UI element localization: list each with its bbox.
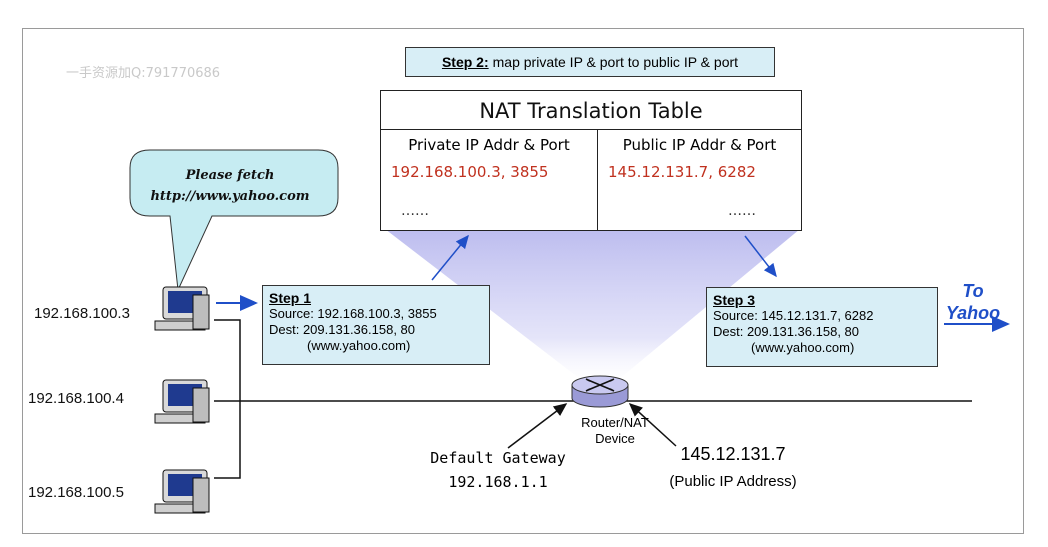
computer-icon [154,379,210,424]
default-gateway-label: Default Gateway 192.168.1.1 [418,446,578,494]
gateway-ip: 192.168.1.1 [448,473,548,491]
nat-private-entry: 192.168.100.3, 3855 [391,163,549,181]
public-ip-value: 145.12.131.7 [680,444,786,464]
step1-box: Step 1 Source: 192.168.100.3, 3855 Dest:… [262,285,490,365]
public-ip-caption: (Public IP Address) [669,473,797,490]
computer-icon [154,286,210,331]
gateway-title: Default Gateway [430,449,566,467]
router-label: Router/NAT Device [575,415,655,447]
watermark-text: 一手资源加Q:791770686 [66,66,221,81]
step3-box: Step 3 Source: 145.12.131.7, 6282 Dest: … [706,287,938,367]
gateway-arrow [507,403,568,449]
step1-dest: Dest: 209.131.36.158, 80 [269,322,416,337]
step1-to-table-arrow [431,234,469,281]
step2-box: Step 2: map private IP & port to public … [405,47,775,77]
router-label-line-1: Router/NAT [581,415,649,430]
router-label-line-2: Device [595,431,635,446]
request-bubble-text: Please fetch http://www.yahoo.com [140,165,320,207]
step2-text: map private IP & port to public IP & por… [492,54,739,70]
nat-public-ellipsis: …… [728,203,756,219]
step2-label: Step 2: [441,54,489,70]
to-yahoo-line-1: To [962,281,984,301]
step3-source: Source: 145.12.131.7, 6282 [713,308,874,323]
table-to-step3-arrow [744,235,777,278]
step1-host: (www.yahoo.com) [307,338,411,353]
nat-private-ellipsis: …… [401,203,429,219]
host-ip-2: 192.168.100.4 [28,390,124,407]
host-bus [214,319,241,479]
nat-public-entry: 145.12.131.7, 6282 [608,163,756,181]
nat-table-title: NAT Translation Table [479,99,703,123]
step1-label: Step 1 [269,290,312,306]
bubble-line-1: Please fetch [185,168,275,183]
nat-private-header: Private IP Addr & Port [408,136,570,154]
to-yahoo-label: To Yahoo [938,280,1008,324]
host-ip-3: 192.168.100.5 [28,484,124,501]
computer-icon [154,469,210,514]
translation-beam [385,229,800,385]
speech-bubble [129,149,339,292]
nat-private-column: Private IP Addr & Port 192.168.100.3, 38… [381,130,598,231]
nat-public-column: Public IP Addr & Port 145.12.131.7, 6282… [598,130,801,231]
step3-dest: Dest: 209.131.36.158, 80 [713,324,860,339]
step3-label: Step 3 [713,292,756,308]
step3-host: (www.yahoo.com) [751,340,855,355]
nat-translation-table: NAT Translation Table Private IP Addr & … [380,90,802,231]
public-ip-arrow [628,402,677,447]
bubble-line-2: http://www.yahoo.com [150,189,310,204]
step1-source: Source: 192.168.100.3, 3855 [269,306,437,321]
to-yahoo-line-2: Yahoo [945,303,1001,323]
router-icon [571,375,629,408]
host-ip-1: 192.168.100.3 [34,305,130,322]
nat-public-header: Public IP Addr & Port [622,136,777,154]
public-ip-label: 145.12.131.7 (Public IP Address) [633,440,833,496]
